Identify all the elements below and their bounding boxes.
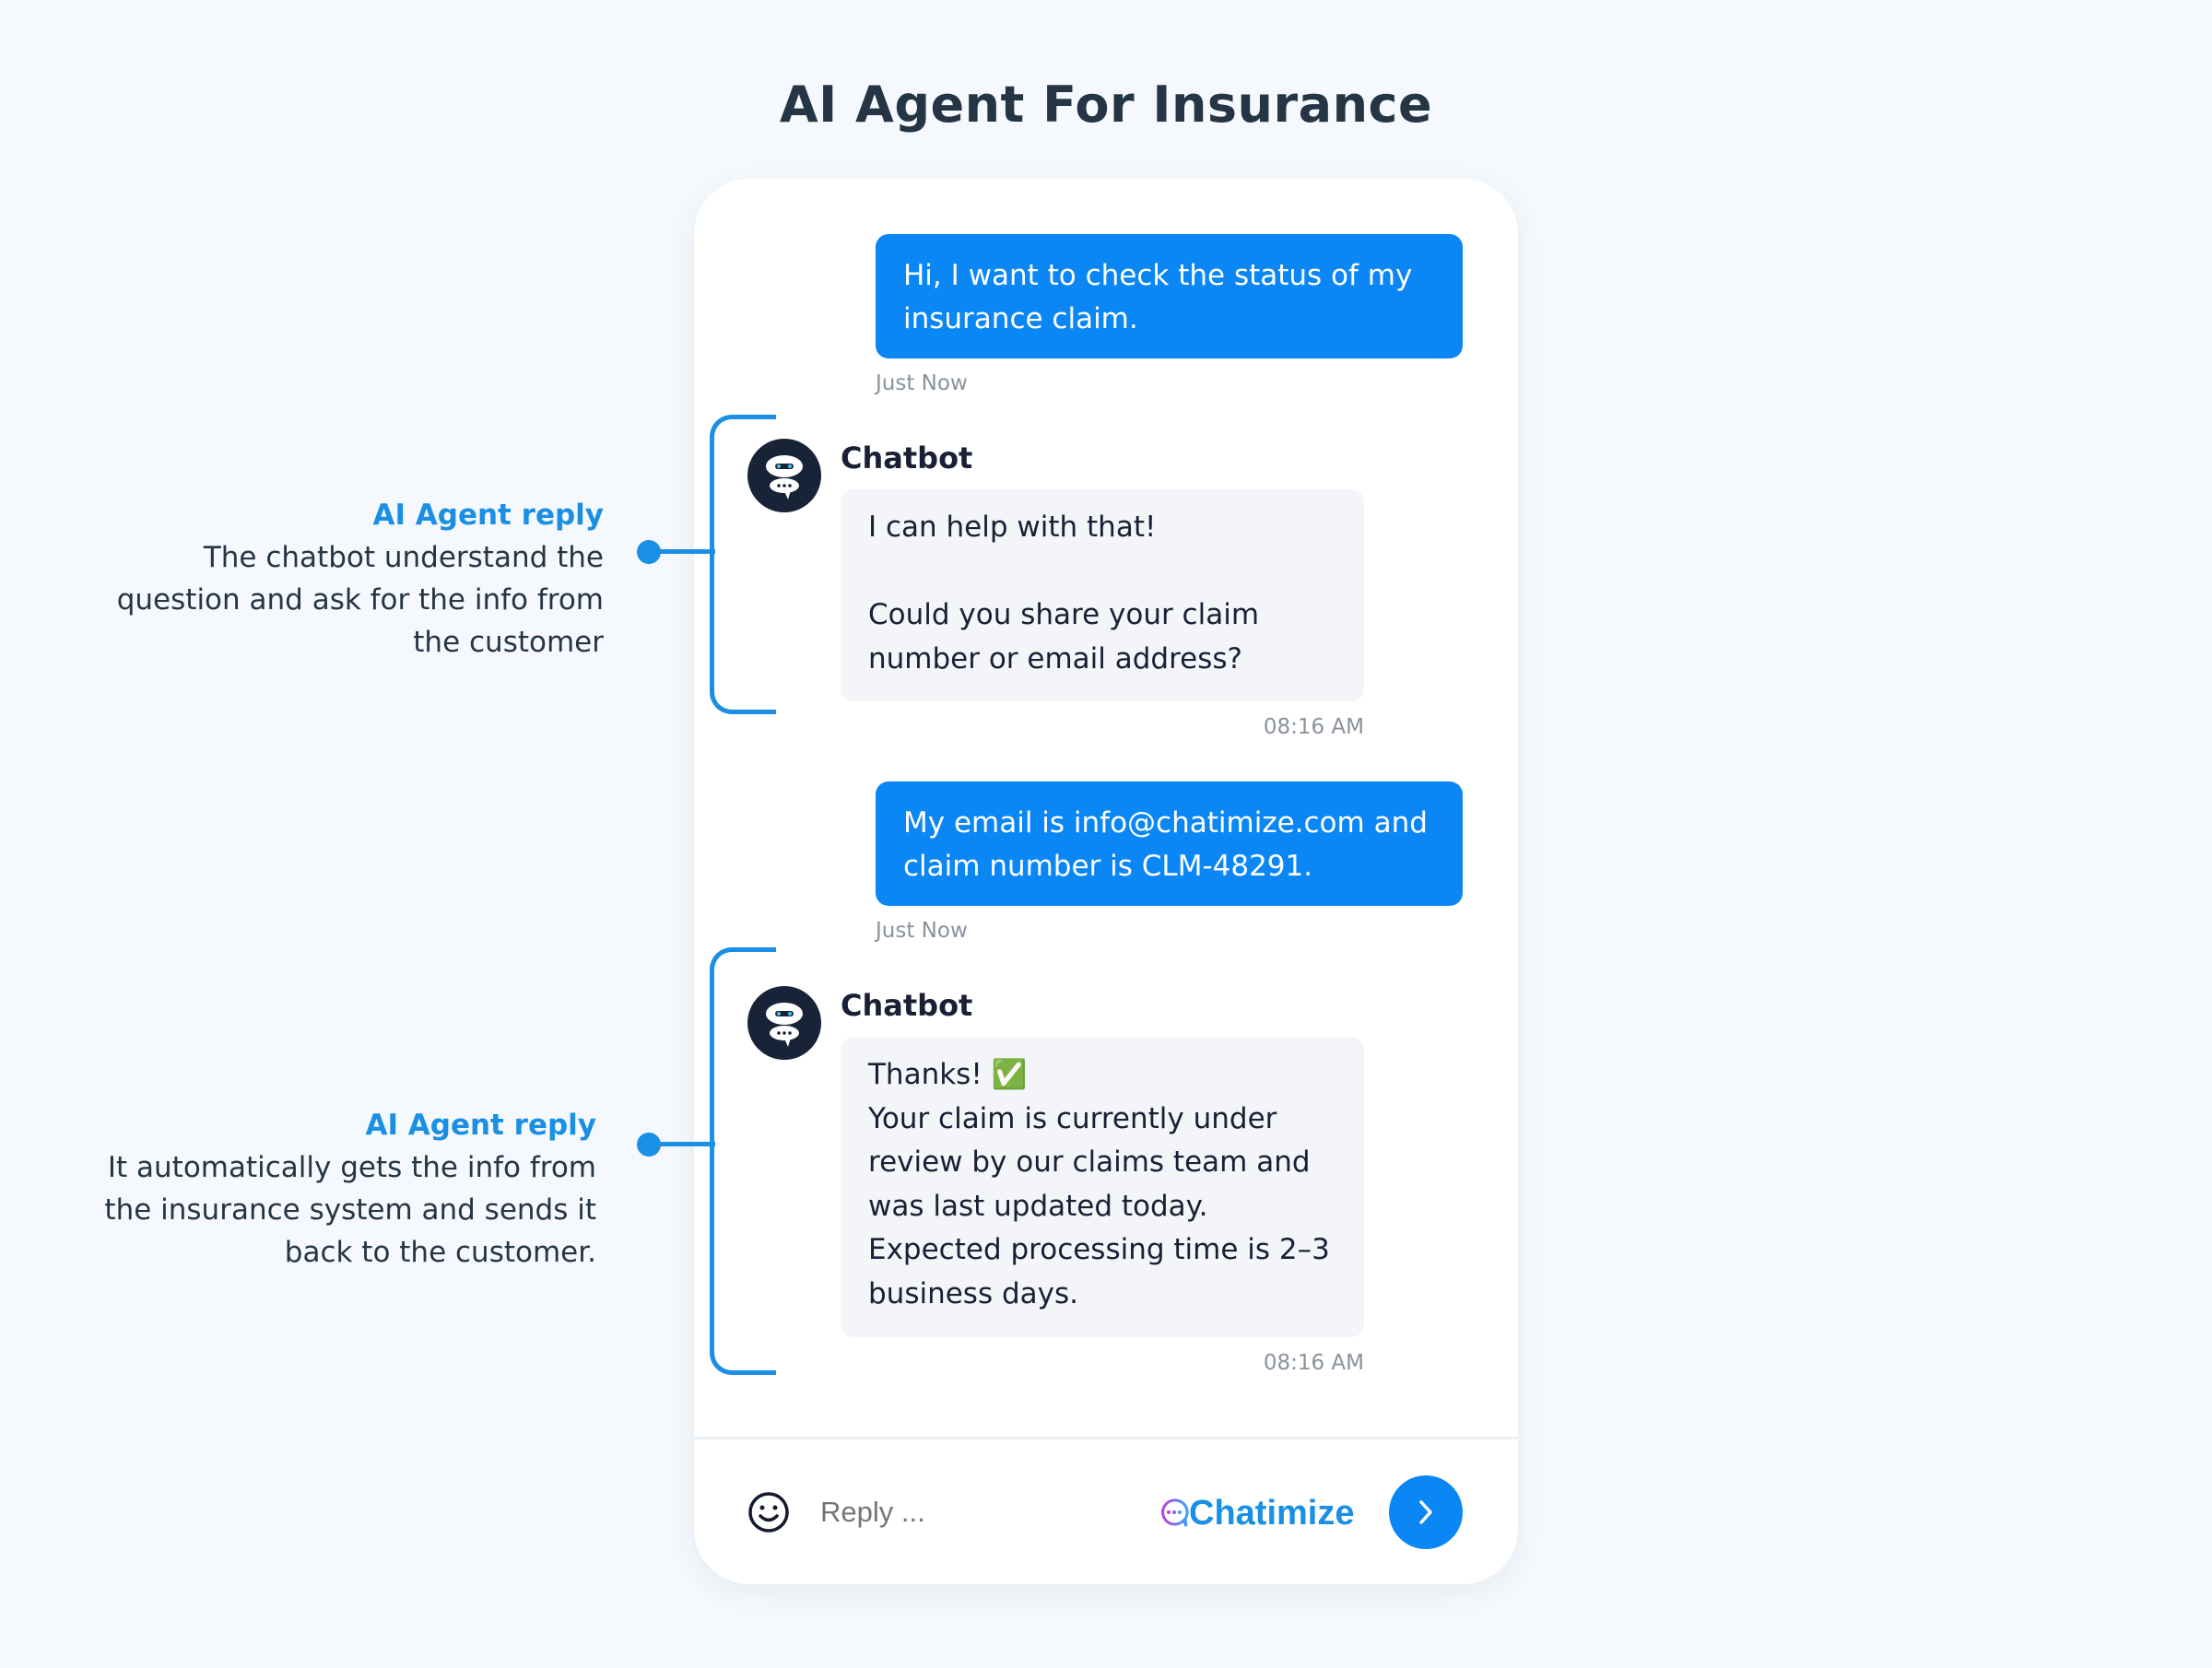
annotation-bracket <box>710 947 776 1375</box>
message-timestamp: 08:16 AM <box>1263 715 1364 739</box>
chatimize-logo-icon <box>1161 1498 1189 1527</box>
chatimize-logo: Chatimize <box>1159 1493 1355 1533</box>
reply-input[interactable] <box>820 1491 1143 1533</box>
sender-name: Chatbot <box>841 440 973 476</box>
message-timestamp: Just Now <box>876 371 968 395</box>
bot-message: I can help with that! Could you share yo… <box>841 489 1364 701</box>
bot-message: Thanks! ✅ Your claim is currently under … <box>841 1037 1364 1337</box>
annotation-dot <box>637 1133 661 1157</box>
chatbot-avatar-icon <box>747 986 821 1060</box>
user-message: My email is info@chatimize.com and claim… <box>876 781 1463 906</box>
annotation-2: AI Agent reply It automatically gets the… <box>92 1104 596 1274</box>
chatimize-brand: Chatimize <box>1189 1493 1355 1533</box>
annotation-heading: AI Agent reply <box>372 499 604 532</box>
annotation-connector <box>654 549 715 554</box>
user-message: Hi, I want to check the status of my ins… <box>876 234 1463 358</box>
message-timestamp: 08:16 AM <box>1263 1351 1364 1375</box>
message-timestamp: Just Now <box>876 919 968 943</box>
annotation-text: It automatically gets the info from the … <box>104 1151 596 1269</box>
annotation-dot <box>637 540 661 564</box>
composer-divider <box>694 1437 1518 1439</box>
annotation-heading: AI Agent reply <box>365 1109 596 1142</box>
page-title: AI Agent For Insurance <box>779 76 1433 134</box>
annotation-1: AI Agent reply The chatbot understand th… <box>92 494 604 664</box>
send-button[interactable] <box>1389 1475 1463 1549</box>
annotation-connector <box>654 1142 715 1146</box>
emoji-icon[interactable] <box>747 1490 791 1534</box>
chatbot-avatar-icon <box>747 439 821 512</box>
annotation-bracket <box>710 415 776 714</box>
chevron-right-icon <box>1419 1500 1432 1524</box>
annotation-text: The chatbot understand the question and … <box>116 541 604 659</box>
sender-name: Chatbot <box>841 988 973 1023</box>
